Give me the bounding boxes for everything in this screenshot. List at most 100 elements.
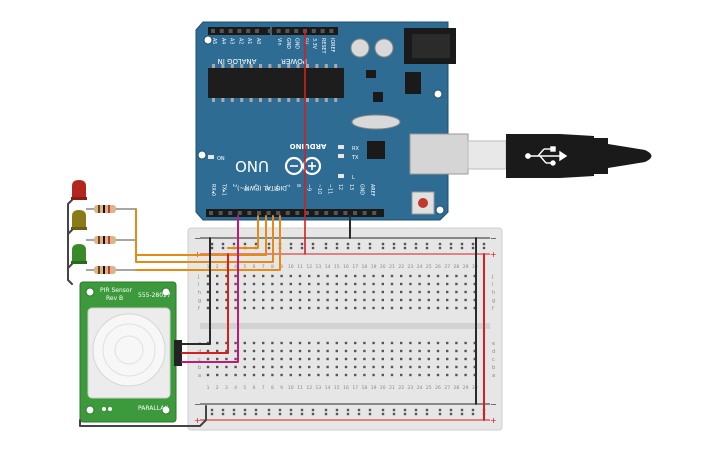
breadboard-hole <box>298 349 302 353</box>
rail-hole <box>346 242 350 246</box>
wire-orange-2[interactable] <box>135 215 274 263</box>
breadboard-hole <box>243 341 246 345</box>
breadboard-hole <box>243 365 246 369</box>
breadboard-hole <box>381 298 384 302</box>
breadboard-hole <box>317 290 320 294</box>
breadboard-hole <box>390 357 394 361</box>
rail-hole <box>346 246 350 250</box>
led-green[interactable] <box>71 244 87 264</box>
rail-hole <box>425 408 429 412</box>
breadboard-hole <box>409 341 412 345</box>
column-number: 28 <box>454 385 460 391</box>
rail-hole <box>232 412 236 416</box>
wire-orange-3[interactable] <box>135 215 281 271</box>
rail-hole <box>357 246 361 250</box>
rail-hole <box>311 412 315 416</box>
breadboard-hole <box>298 282 302 286</box>
breadboard-hole <box>335 349 338 353</box>
wire-led-ground-1[interactable] <box>67 199 73 285</box>
breadboard-hole <box>344 349 348 353</box>
breadboard-hole <box>409 274 412 278</box>
rail-hole <box>438 408 442 412</box>
rail-hole <box>414 412 418 416</box>
column-number: 10 <box>288 385 294 391</box>
breadboard-hole <box>372 349 375 353</box>
rail-hole <box>324 242 328 246</box>
rail-hole <box>267 412 271 416</box>
led-yellow[interactable] <box>71 210 87 230</box>
digital-pin-label: AREF <box>369 184 375 197</box>
resistor-1[interactable] <box>86 205 136 213</box>
pir-sensor[interactable]: PIR Sensor Rev B 555-28027 PARALLAX <box>79 281 182 423</box>
breadboard-hole <box>436 357 440 361</box>
rail-hole <box>335 412 339 416</box>
power-pin-label: GND <box>285 38 291 49</box>
column-number: 30 <box>472 264 478 270</box>
wire-led-ground-3[interactable] <box>67 263 73 269</box>
led-red[interactable] <box>71 180 87 200</box>
breadboard-hole <box>418 274 421 278</box>
column-number: 27 <box>444 264 450 270</box>
breadboard-hole <box>298 341 302 345</box>
column-number: 19 <box>371 264 377 270</box>
wire-led-ground-2[interactable] <box>67 229 73 235</box>
breadboard-hole <box>243 282 246 286</box>
wire-pir-out[interactable] <box>181 215 239 363</box>
wire-orange-1[interactable] <box>135 208 267 256</box>
resistor-2[interactable] <box>86 236 136 244</box>
breadboard-hole <box>455 365 458 369</box>
resistor-3[interactable] <box>86 266 136 274</box>
breadboard-hole <box>473 373 476 377</box>
breadboard-hole <box>271 365 274 369</box>
l-label: L <box>352 175 355 181</box>
breadboard-hole <box>455 357 458 361</box>
bottom-rail-holes <box>210 408 486 416</box>
breadboard-hole <box>409 357 412 361</box>
breadboard-hole <box>326 274 329 278</box>
rx-led <box>338 145 344 149</box>
breadboard-hole <box>225 365 228 369</box>
wire-gnd-loop[interactable] <box>79 405 207 427</box>
rail-hole <box>368 242 372 246</box>
breadboard-hole <box>262 373 265 377</box>
rail-hole <box>324 408 328 412</box>
column-number: 24 <box>417 385 423 391</box>
breadboard-hole <box>390 373 394 377</box>
breadboard-hole <box>262 274 265 278</box>
rail-hole <box>425 412 429 416</box>
breadboard-hole <box>308 274 311 278</box>
column-number: 6 <box>253 264 256 270</box>
breadboard-hole <box>400 306 403 310</box>
breadboard-hole <box>354 298 357 302</box>
power-pin-label: GND <box>294 38 300 49</box>
column-number: 5 <box>243 264 246 270</box>
breadboard-hole <box>280 290 283 294</box>
breadboard-hole <box>418 349 421 353</box>
breadboard-hole <box>381 282 384 286</box>
column-number: 12 <box>306 385 312 391</box>
row-letter: j <box>491 274 493 280</box>
mount-hole-br <box>435 205 445 215</box>
breadboard-hole <box>400 298 403 302</box>
breadboard-hole <box>372 298 375 302</box>
reset-button[interactable] <box>418 198 428 208</box>
breadboard-hole <box>427 298 430 302</box>
column-number: 23 <box>408 385 414 391</box>
pir-pin-header <box>174 340 182 366</box>
breadboard-hole <box>280 365 283 369</box>
column-number: 1 <box>207 385 210 391</box>
column-number: 4 <box>234 264 237 270</box>
rail-hole <box>381 242 385 246</box>
breadboard-hole <box>206 349 210 353</box>
column-number: 28 <box>454 264 460 270</box>
breadboard-hole <box>252 357 256 361</box>
wire-pir-vcc[interactable] <box>181 253 229 354</box>
digital-pin-label: ~9 <box>305 184 311 191</box>
breadboard-hole <box>400 282 403 286</box>
breadboard-hole <box>234 290 237 294</box>
breadboard-hole <box>271 373 274 377</box>
breadboard-hole <box>455 373 458 377</box>
wire-pir-gnd[interactable] <box>181 237 211 345</box>
